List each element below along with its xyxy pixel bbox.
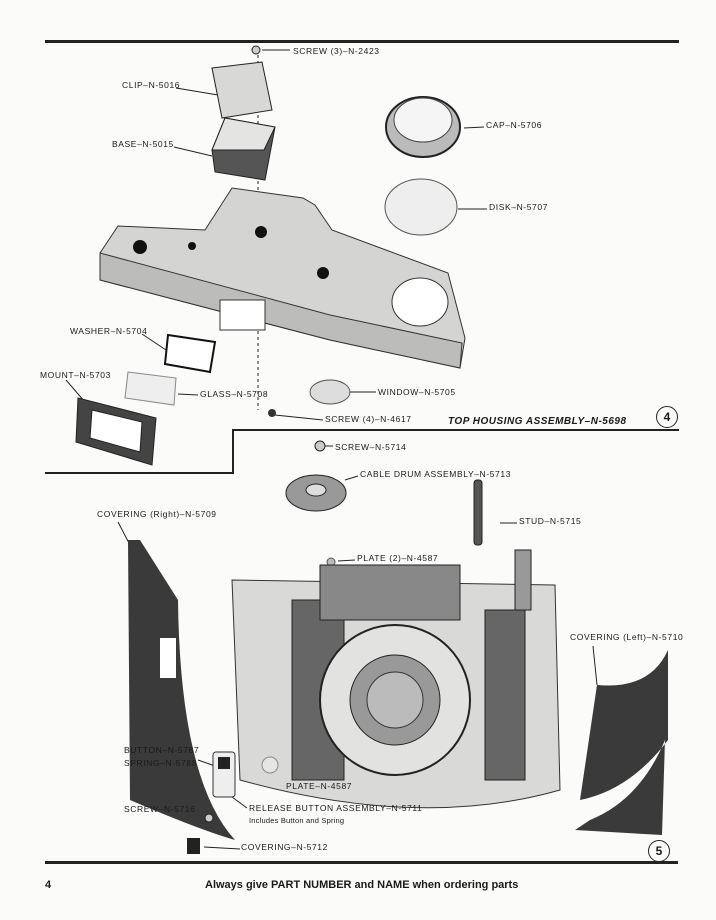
bottom-rule <box>45 861 678 864</box>
top-housing-part <box>99 187 466 369</box>
ordering-notice: Always give PART NUMBER and NAME when or… <box>205 879 519 891</box>
label-covering-right-n-5709: COVERING (Right)–N-5709 <box>97 509 217 519</box>
label-washer-n-5704: WASHER–N-5704 <box>70 326 148 336</box>
glass-part <box>124 371 177 406</box>
label-cap-n-5706: CAP–N-5706 <box>486 120 543 130</box>
camera-body-part <box>231 549 561 809</box>
label-mount-n-5703: MOUNT–N-5703 <box>40 370 111 380</box>
label-screw-n-5714: SCREW–N-5714 <box>335 442 407 452</box>
section-divider-h1 <box>233 429 679 431</box>
screw-5716-part <box>204 813 214 823</box>
label-base-n-5015: BASE–N-5015 <box>112 139 174 149</box>
top-rule <box>45 40 679 43</box>
label-covering-n-5712: COVERING–N-5712 <box>241 842 328 852</box>
label-release-button-n-5711: RELEASE BUTTON ASSEMBLY–N-5711 <box>249 803 423 813</box>
label-spring-n-5788: SPRING–N-5788 <box>124 758 197 768</box>
disk-part <box>384 178 458 236</box>
label-cable-drum-n-5713: CABLE DRUM ASSEMBLY–N-5713 <box>360 469 512 479</box>
label-window-n-5705: WINDOW–N-5705 <box>378 387 456 397</box>
label-button-n-5787: BUTTON–N-5787 <box>124 745 200 755</box>
cable-drum-part <box>285 474 347 512</box>
base-part <box>211 117 276 181</box>
clip-part <box>211 61 273 119</box>
screw-5714-part <box>314 440 326 452</box>
label-stud-n-5715: STUD–N-5715 <box>519 516 582 526</box>
cap-part <box>385 96 461 158</box>
covering-5712-part <box>187 838 200 854</box>
mount-part <box>75 397 157 466</box>
label-disk-n-5707: DISK–N-5707 <box>489 202 549 212</box>
stud-part <box>473 479 483 546</box>
label-clip-n-5016: CLIP–N-5016 <box>122 80 181 90</box>
label-screw-n-2423: SCREW (3)–N-2423 <box>293 46 380 56</box>
label-plate-n-4587: PLATE–N-4587 <box>286 781 353 791</box>
label-covering-left-n-5710: COVERING (Left)–N-5710 <box>570 632 684 642</box>
screw4-part <box>268 409 276 417</box>
page-number: 4 <box>45 879 52 891</box>
label-screw-n-4617: SCREW (4)–N-4617 <box>325 414 412 424</box>
section-divider-h2 <box>45 472 234 474</box>
release-button-part <box>212 751 236 798</box>
washer-part <box>163 333 217 374</box>
label-glass-n-5708: GLASS–N-5708 <box>200 389 269 399</box>
section-title-top-housing: TOP HOUSING ASSEMBLY–N-5698 <box>448 416 627 427</box>
covering-right-part <box>128 540 235 840</box>
window-part <box>309 379 351 405</box>
covering-left-part <box>575 650 668 835</box>
section-divider-v <box>232 429 234 474</box>
figure-number-5: 5 <box>648 840 670 862</box>
label-release-button-note: Includes Button and Spring <box>249 816 345 825</box>
label-plate-2-n-4587: PLATE (2)–N-4587 <box>357 553 439 563</box>
screw-part <box>251 45 261 55</box>
label-screw-n-5716: SCREW–N-5716 <box>124 804 196 814</box>
plate-4587-part <box>261 756 279 774</box>
figure-number-4: 4 <box>656 406 678 428</box>
